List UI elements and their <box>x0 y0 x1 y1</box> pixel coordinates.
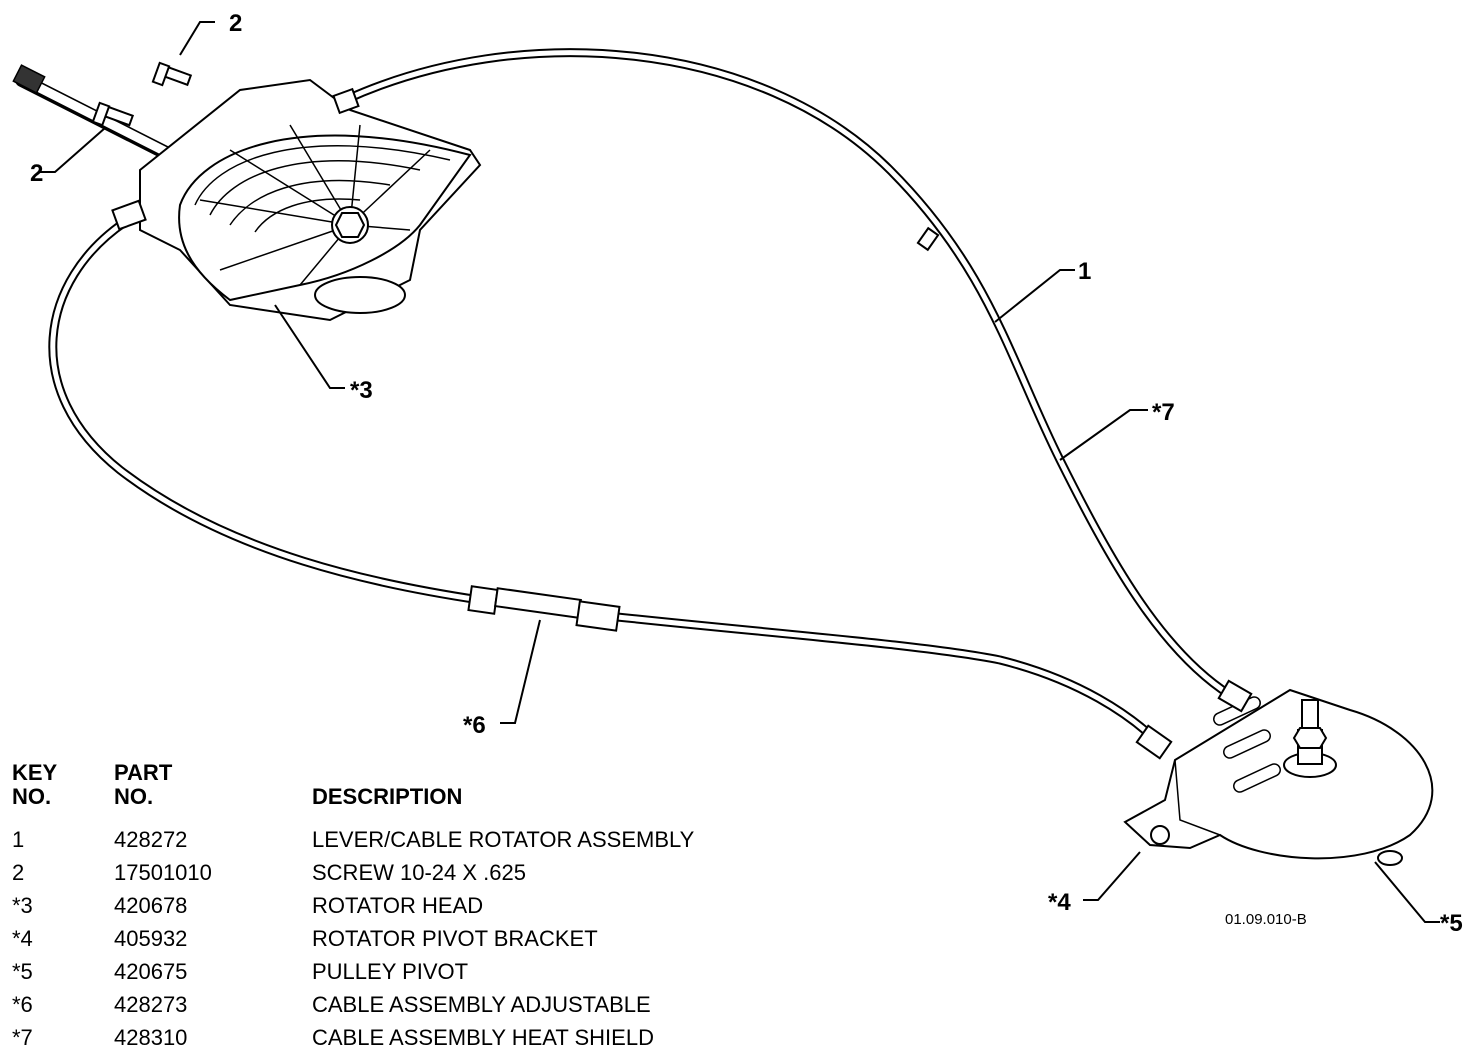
callout-6: *6 <box>463 712 486 739</box>
rotator-head <box>111 78 482 322</box>
header-description: DESCRIPTION <box>312 784 463 809</box>
row-part-number: 405932 <box>114 926 188 951</box>
cable-heat-shield <box>340 48 1235 700</box>
callout-1: 1 <box>1078 258 1091 285</box>
row-key: 1 <box>12 827 25 852</box>
row-description: ROTATOR HEAD <box>312 893 484 918</box>
callout-2-lower: 2 <box>30 160 43 187</box>
row-part-number: 428310 <box>114 1025 188 1050</box>
row-description: SCREW 10-24 X .625 <box>312 860 526 885</box>
row-part-number: 428273 <box>114 992 188 1017</box>
table-row: 2 17501010 SCREW 10-24 X .625 <box>12 856 832 889</box>
header-part-line1: PART <box>114 760 173 785</box>
row-part-number: 420675 <box>114 959 188 984</box>
callout-5: *5 <box>1440 910 1463 937</box>
row-description: LEVER/CABLE ROTATOR ASSEMBLY <box>312 827 695 852</box>
callout-7: *7 <box>1152 399 1175 426</box>
drawing-reference-number: 01.09.010-B <box>1225 911 1307 928</box>
pivot-bracket <box>1123 679 1434 860</box>
table-row: *3 420678 ROTATOR HEAD <box>12 889 832 922</box>
row-part-number: 17501010 <box>114 860 212 885</box>
row-key: *4 <box>12 926 33 951</box>
header-key-line1: KEY <box>12 760 58 785</box>
cable-adjustable <box>48 217 1163 747</box>
header-part-line2: NO. <box>114 784 154 809</box>
screw-lower <box>91 101 135 127</box>
row-description: CABLE ASSEMBLY ADJUSTABLE <box>312 992 651 1017</box>
row-part-number: 428272 <box>114 827 188 852</box>
leader-lines <box>40 21 1440 923</box>
pulley-pivot <box>1283 699 1403 866</box>
row-description: CABLE ASSEMBLY HEAT SHIELD <box>312 1025 654 1050</box>
row-key: *7 <box>12 1025 33 1050</box>
row-key: 2 <box>12 860 25 885</box>
header-key-line2: NO. <box>12 784 52 809</box>
row-key: *6 <box>12 992 33 1017</box>
table-row: *4 405932 ROTATOR PIVOT BRACKET <box>12 922 832 955</box>
table-row: *7 428310 CABLE ASSEMBLY HEAT SHIELD <box>12 1021 832 1054</box>
row-key: *3 <box>12 893 33 918</box>
row-key: *5 <box>12 959 33 984</box>
row-description: PULLEY PIVOT <box>312 959 469 984</box>
callout-2-upper: 2 <box>229 10 242 37</box>
callout-3: *3 <box>350 377 373 404</box>
table-row: *5 420675 PULLEY PIVOT <box>12 955 832 988</box>
table-row: 1 428272 LEVER/CABLE ROTATOR ASSEMBLY <box>12 823 832 856</box>
table-row: *6 428273 CABLE ASSEMBLY ADJUSTABLE <box>12 988 832 1021</box>
screw-upper <box>151 61 193 87</box>
lever-shaft <box>12 64 177 162</box>
row-part-number: 420678 <box>114 893 188 918</box>
callout-4: *4 <box>1048 889 1071 916</box>
row-description: ROTATOR PIVOT BRACKET <box>312 926 598 951</box>
